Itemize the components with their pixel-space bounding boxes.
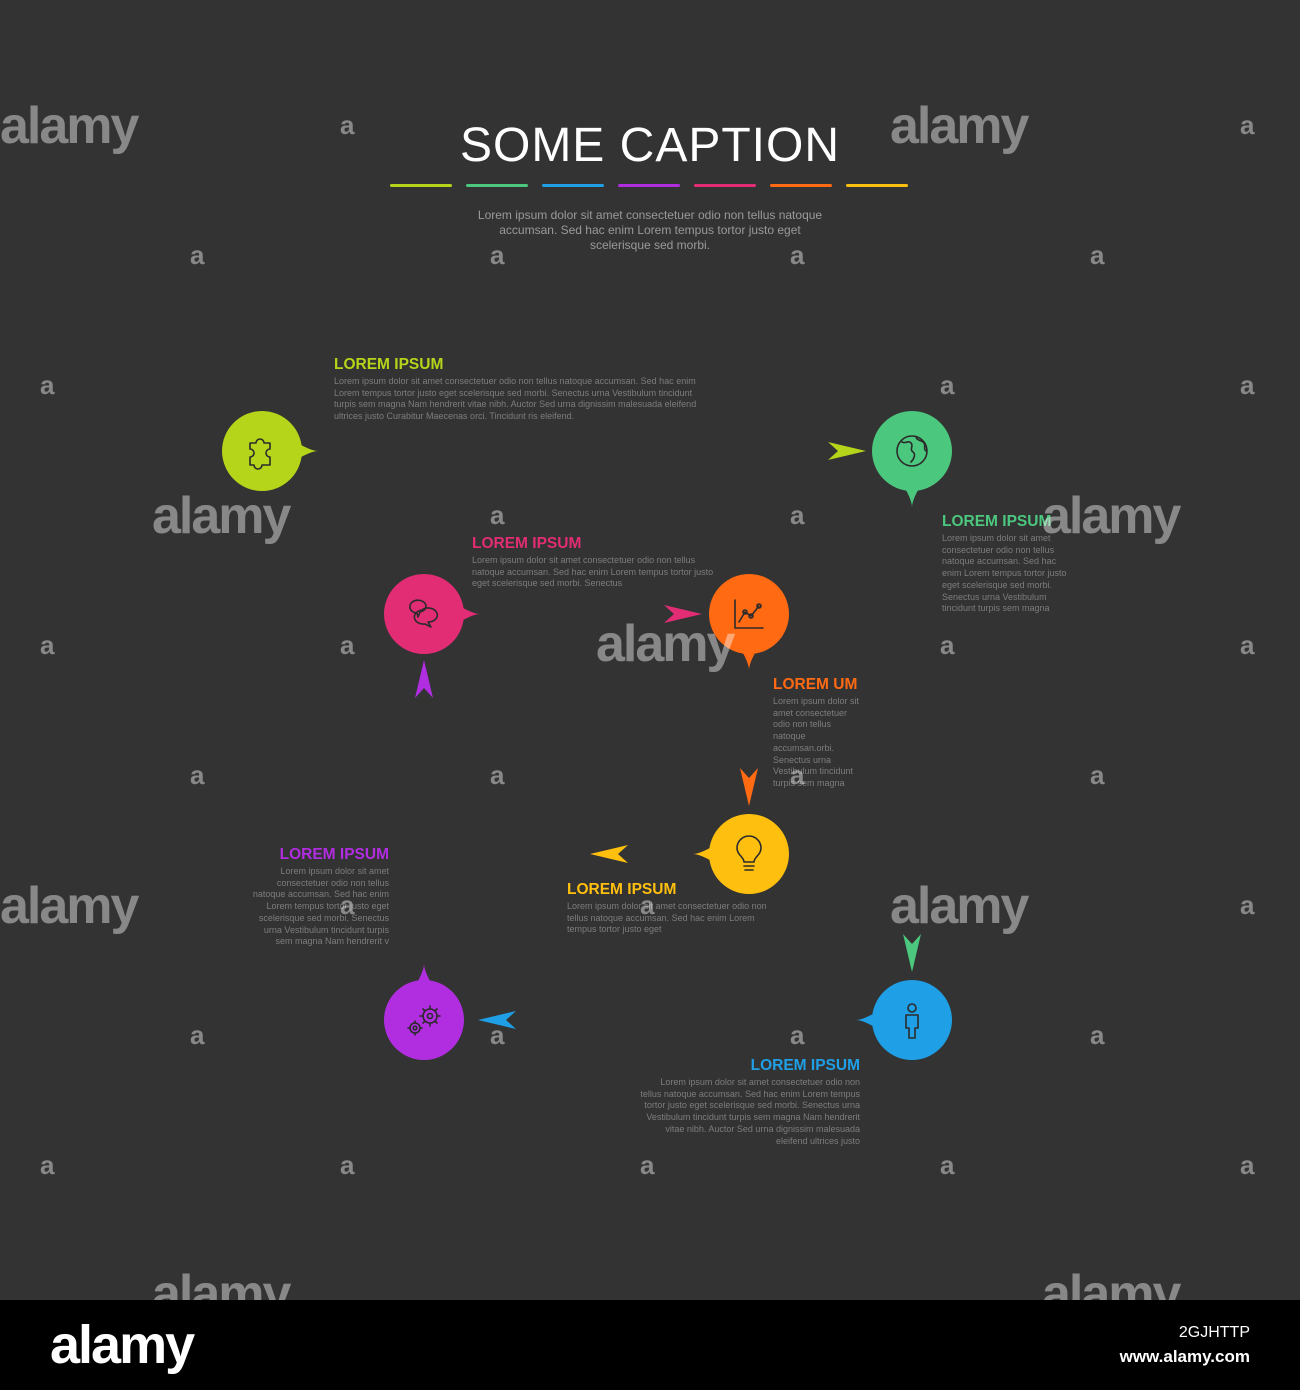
watermark-letter: a (40, 370, 55, 400)
watermark-letter: a (190, 760, 205, 790)
page-subtitle: Lorem ipsum dolor sit amet consectetuer … (477, 208, 823, 252)
step-4-title: LOREM IPSUM (279, 846, 389, 863)
watermark-letter: a (1090, 1020, 1105, 1050)
globe-icon (896, 435, 928, 467)
watermark-letter: a (490, 760, 505, 790)
footer-logo: alamy (50, 1315, 195, 1375)
gears-icon (407, 1005, 441, 1036)
step-1-circle (222, 411, 302, 491)
watermark-letter: a (940, 630, 955, 660)
watermark-letter: a (340, 630, 355, 660)
step-3-circle (872, 980, 952, 1060)
watermark-letter: a (490, 1020, 505, 1050)
rule-5 (694, 184, 756, 187)
step-5-node (384, 574, 480, 654)
step-1-body: Lorem ipsum dolor sit amet consectetuer … (334, 376, 697, 422)
step-5-arrowhead (664, 605, 702, 623)
watermark-word: alamy (596, 615, 735, 673)
step-2-node (872, 411, 952, 507)
step-3-arrowhead (478, 1011, 516, 1029)
watermark-letter: a (790, 240, 805, 270)
watermark-letter: a (40, 630, 55, 660)
watermark-letter: a (940, 370, 955, 400)
watermark-letter: a (1240, 630, 1255, 660)
watermark-letter: a (40, 1150, 55, 1180)
step-6-arrowhead (740, 768, 758, 806)
person-icon (905, 1003, 919, 1039)
puzzle-icon (249, 438, 271, 470)
color-rules (390, 184, 910, 188)
step-4-body: Lorem ipsum dolor sit amet consectetuer … (252, 866, 389, 947)
step-1-node (222, 411, 318, 491)
rule-4 (618, 184, 680, 187)
watermark-letter: a (1090, 760, 1105, 790)
step-2-arrowhead (903, 934, 921, 972)
watermark-word: alamy (0, 97, 139, 155)
step-7-arrowhead (590, 845, 628, 863)
watermark-letter: a (340, 890, 355, 920)
step-3-node (856, 980, 952, 1060)
watermark-letter: a (340, 1150, 355, 1180)
watermark-letter: a (790, 500, 805, 530)
watermark-letter: a (190, 240, 205, 270)
step-3-title: LOREM IPSUM (750, 1057, 860, 1074)
watermark-letter: a (940, 1150, 955, 1180)
step-7-body: Lorem ipsum dolor sit amet consectetuer … (567, 901, 767, 935)
image-id: 2GJHTTP (1178, 1324, 1250, 1341)
watermark-word: alamy (890, 877, 1029, 935)
rule-6 (770, 184, 832, 187)
step-2-title: LOREM IPSUM (942, 513, 1052, 530)
watermark-word: alamy (1042, 487, 1181, 545)
step-2-body: Lorem ipsum dolor sit amet consectetuer … (942, 533, 1067, 614)
watermark-letter: a (1240, 1150, 1255, 1180)
step-1-title: LOREM IPSUM (334, 356, 444, 373)
watermark-letter: a (190, 1020, 205, 1050)
page-title: SOME CAPTION (459, 119, 841, 172)
watermark-letter: a (790, 760, 805, 790)
step-6-title: LOREM UM (773, 676, 858, 693)
watermark-letter: a (340, 110, 355, 140)
step-4-node (384, 964, 464, 1060)
step-6-body: Lorem ipsum dolor sit amet consectetuer … (773, 696, 860, 788)
infographic-canvas: SOME CAPTION Lorem ipsum dolor sit amet … (0, 97, 1255, 1323)
step-6-node (709, 574, 789, 670)
watermark-letter: a (640, 1150, 655, 1180)
chat-icon (409, 599, 439, 628)
rule-2 (466, 184, 528, 187)
step-3-body: Lorem ipsum dolor sit amet consectetuer … (640, 1077, 860, 1146)
watermark-letter: a (490, 240, 505, 270)
lightbulb-icon (736, 835, 762, 871)
step-7-node (693, 814, 789, 894)
step-7-circle (709, 814, 789, 894)
watermark-letter: a (790, 1020, 805, 1050)
watermark-letter: a (640, 890, 655, 920)
footer-bar: alamy 2GJHTTP www.alamy.com (0, 1300, 1300, 1390)
step-5-circle (384, 574, 464, 654)
step-5-title: LOREM IPSUM (472, 535, 582, 552)
step-7-title: LOREM IPSUM (567, 881, 677, 898)
watermark-word: alamy (890, 97, 1029, 155)
watermark-letter: a (490, 500, 505, 530)
watermark-letter: a (1090, 240, 1105, 270)
step-4-arrowhead (415, 660, 433, 698)
watermark-word: alamy (152, 487, 291, 545)
rule-7 (846, 184, 908, 187)
rule-1 (390, 184, 452, 187)
process-diagram (222, 411, 952, 1060)
step-1-arrowhead (828, 442, 866, 460)
footer-url: www.alamy.com (1119, 1347, 1250, 1366)
watermark-word: alamy (0, 877, 139, 935)
watermark-letter: a (1240, 890, 1255, 920)
watermark-letter: a (1240, 110, 1255, 140)
rule-3 (542, 184, 604, 187)
chart-icon (734, 599, 764, 629)
step-5-body: Lorem ipsum dolor sit amet consectetuer … (472, 555, 714, 589)
watermark-letter: a (1240, 370, 1255, 400)
